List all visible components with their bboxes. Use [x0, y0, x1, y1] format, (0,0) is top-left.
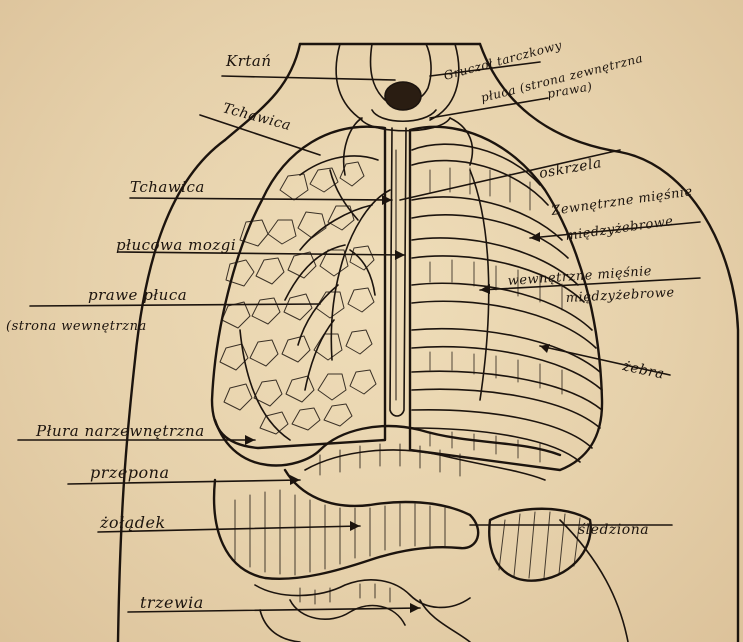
label-sledziona: śledziona	[578, 522, 649, 538]
label-trzewia: trzewia	[140, 593, 204, 612]
label-tchawica-top: Tchawica	[221, 100, 293, 134]
label-zewn-miesnie-2: międzyżebrowe	[564, 214, 674, 244]
label-krtan: Krtań	[225, 52, 272, 70]
body-outline	[118, 44, 738, 642]
arrowheads	[245, 195, 550, 613]
intestines	[255, 580, 470, 642]
label-prawe-pluca: prawe płuca	[88, 286, 187, 304]
larynx	[336, 44, 459, 131]
label-strona-wewn: (strona wewnętrzna	[6, 319, 147, 334]
label-zoladek: żołądek	[99, 513, 166, 532]
label-tchawica-mid: Tchawica	[130, 178, 205, 196]
label-plucna-mozgi: płucowa mozgi	[116, 236, 236, 254]
stomach	[214, 470, 478, 579]
leader-prawe-pluca	[30, 304, 320, 306]
leader-tchawica-mid	[130, 198, 392, 200]
label-wewn-miesnie-2: międzyżebrowe	[565, 285, 675, 306]
label-oskrzela: oskrzela	[538, 155, 603, 182]
diaphragm	[215, 420, 560, 480]
label-plura: Płura narzewnętrzna	[35, 422, 205, 440]
label-przepona: przepona	[90, 463, 170, 482]
label-zebra: żebra	[620, 358, 666, 383]
right-lung	[212, 127, 390, 448]
spleen	[489, 509, 591, 581]
leader-krtan	[222, 76, 395, 80]
